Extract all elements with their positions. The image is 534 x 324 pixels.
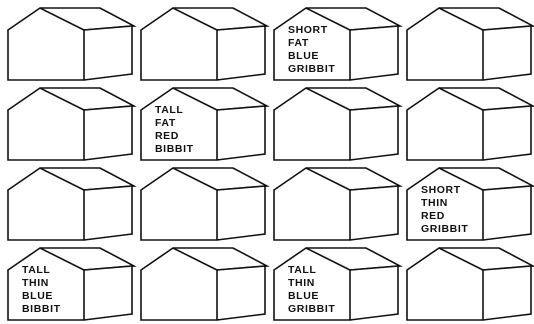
house-label-line: TALL [288, 264, 335, 277]
house-label-line: BLUE [288, 290, 335, 303]
house-label-line: RED [155, 130, 194, 143]
house-label-line: THIN [288, 277, 335, 290]
house [403, 244, 534, 324]
house [137, 164, 269, 244]
house-side-wall [217, 266, 265, 320]
house-drawing [403, 4, 534, 84]
house-label-line: SHORT [421, 184, 468, 197]
house-label-line: SHORT [288, 24, 335, 37]
house-drawing [4, 164, 136, 244]
house-label-line: THIN [22, 277, 61, 290]
house-side-wall [84, 106, 132, 160]
house-label-line: FAT [155, 117, 194, 130]
house-drawing [137, 244, 269, 324]
house-side-wall [217, 26, 265, 80]
house-side-wall [483, 186, 531, 240]
house-drawing [270, 164, 402, 244]
house-label-line: GRIBBIT [288, 63, 335, 76]
house-side-wall [84, 266, 132, 320]
house-side-wall [84, 26, 132, 80]
house [270, 84, 402, 164]
house-drawing [270, 84, 402, 164]
house-drawing [403, 84, 534, 164]
house-label-line: TALL [155, 104, 194, 117]
house-drawing [137, 164, 269, 244]
house-drawing [403, 244, 534, 324]
house [403, 84, 534, 164]
house-side-wall [217, 106, 265, 160]
house-side-wall [84, 186, 132, 240]
house [4, 84, 136, 164]
house-side-wall [350, 26, 398, 80]
house [137, 244, 269, 324]
house-side-wall [350, 266, 398, 320]
house-label-line: GRIBBIT [288, 303, 335, 316]
house-label-line: THIN [421, 197, 468, 210]
house-drawing [137, 4, 269, 84]
house-label-line: FAT [288, 37, 335, 50]
house-drawing [4, 84, 136, 164]
house-side-wall [483, 26, 531, 80]
house [270, 164, 402, 244]
house [137, 4, 269, 84]
house-label-line: GRIBBIT [421, 223, 468, 236]
house-side-wall [483, 266, 531, 320]
house [4, 164, 136, 244]
house-label-line: BLUE [288, 50, 335, 63]
house-side-wall [350, 186, 398, 240]
house-side-wall [483, 106, 531, 160]
house-label-line: TALL [22, 264, 61, 277]
house [403, 4, 534, 84]
house-label-line: RED [421, 210, 468, 223]
house-drawing [4, 4, 136, 84]
house [4, 4, 136, 84]
house-label-line: BIBBIT [155, 143, 194, 156]
house-label-line: BLUE [22, 290, 61, 303]
house-side-wall [217, 186, 265, 240]
house-label-line: BIBBIT [22, 303, 61, 316]
house-side-wall [350, 106, 398, 160]
